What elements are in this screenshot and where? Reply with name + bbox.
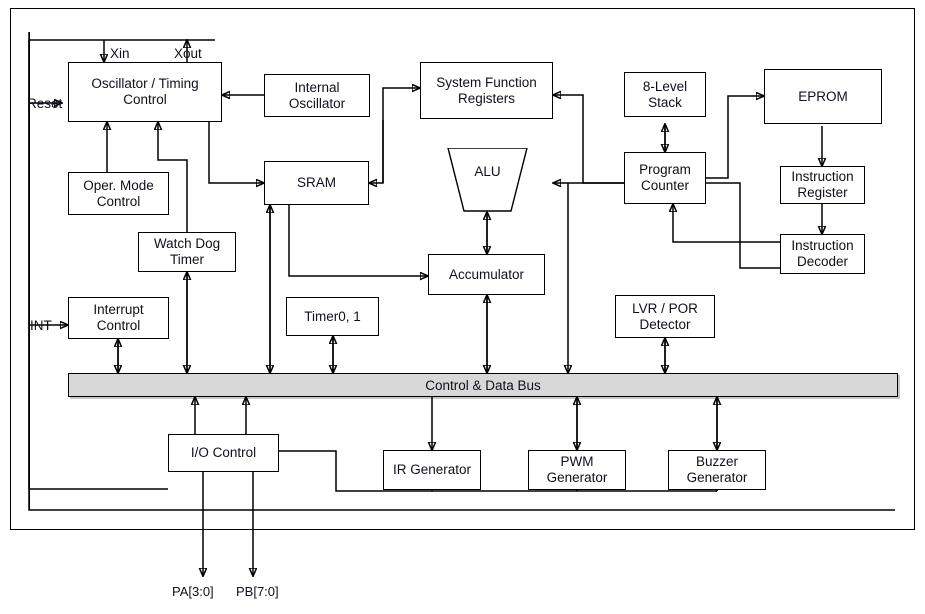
block-oper-mode-control[interactable]: Oper. Mode Control [68,172,169,215]
block-pwm-generator[interactable]: PWM Generator [528,450,626,490]
alu-label: ALU [474,164,501,179]
io-control-label: I/O Control [190,445,257,461]
chip-outer-boundary [10,8,915,530]
watch-dog-timer-label: Watch Dog Timer [153,236,221,267]
signal-label-port-b: PB[7:0] [236,584,279,599]
instruction-register-label: Instruction Register [791,169,854,200]
block-buzzer-generator[interactable]: Buzzer Generator [668,450,766,490]
block-timer[interactable]: Timer0, 1 [286,297,379,336]
block-internal-oscillator[interactable]: Internal Oscillator [264,74,370,117]
program-counter-label: Program Counter [639,162,691,193]
signal-label-xin: Xin [110,46,130,61]
instruction-decoder-label: Instruction Decoder [791,238,854,269]
internal-oscillator-label: Internal Oscillator [288,79,346,111]
block-watch-dog-timer[interactable]: Watch Dog Timer [138,232,236,272]
stack-label: 8-Level Stack [642,78,688,110]
signal-label-xout: Xout [174,46,202,61]
oscillator-timing-control-label: Oscillator / Timing Control [91,76,199,107]
block-sram[interactable]: SRAM [264,161,369,205]
oper-mode-control-label: Oper. Mode Control [83,177,154,209]
timer-label: Timer0, 1 [304,308,361,324]
block-io-control[interactable]: I/O Control [168,434,279,472]
block-instruction-decoder[interactable]: Instruction Decoder [780,234,865,274]
block-ir-generator[interactable]: IR Generator [383,450,481,490]
block-lvr-por-detector[interactable]: LVR / POR Detector [615,295,715,338]
signal-label-int: INT [30,318,52,333]
eprom-label: EPROM [798,88,848,104]
accumulator-label: Accumulator [448,266,525,282]
block-alu[interactable]: ALU [440,147,535,212]
signal-label-reset: Reset [27,96,63,111]
lvr-por-detector-label: LVR / POR Detector [632,300,698,332]
interrupt-control-label: Interrupt Control [93,302,144,333]
pwm-generator-label: PWM Generator [546,454,608,485]
block-instruction-register[interactable]: Instruction Register [780,166,865,204]
block-system-function-registers[interactable]: System Function Registers [420,62,553,119]
block-8-level-stack[interactable]: 8-Level Stack [624,72,706,117]
control-data-bus-label: Control & Data Bus [425,377,541,393]
block-control-data-bus[interactable]: Control & Data Bus [68,373,898,397]
buzzer-generator-label: Buzzer Generator [686,454,748,485]
block-oscillator-timing-control[interactable]: Oscillator / Timing Control [68,62,222,122]
ir-generator-label: IR Generator [392,462,472,478]
block-program-counter[interactable]: Program Counter [624,152,706,204]
block-eprom[interactable]: EPROM [764,69,882,124]
block-interrupt-control[interactable]: Interrupt Control [68,297,169,339]
system-function-registers-label: System Function Registers [436,74,537,106]
sram-label: SRAM [296,175,336,191]
block-accumulator[interactable]: Accumulator [428,254,545,295]
signal-label-port-a: PA[3:0] [172,584,214,599]
